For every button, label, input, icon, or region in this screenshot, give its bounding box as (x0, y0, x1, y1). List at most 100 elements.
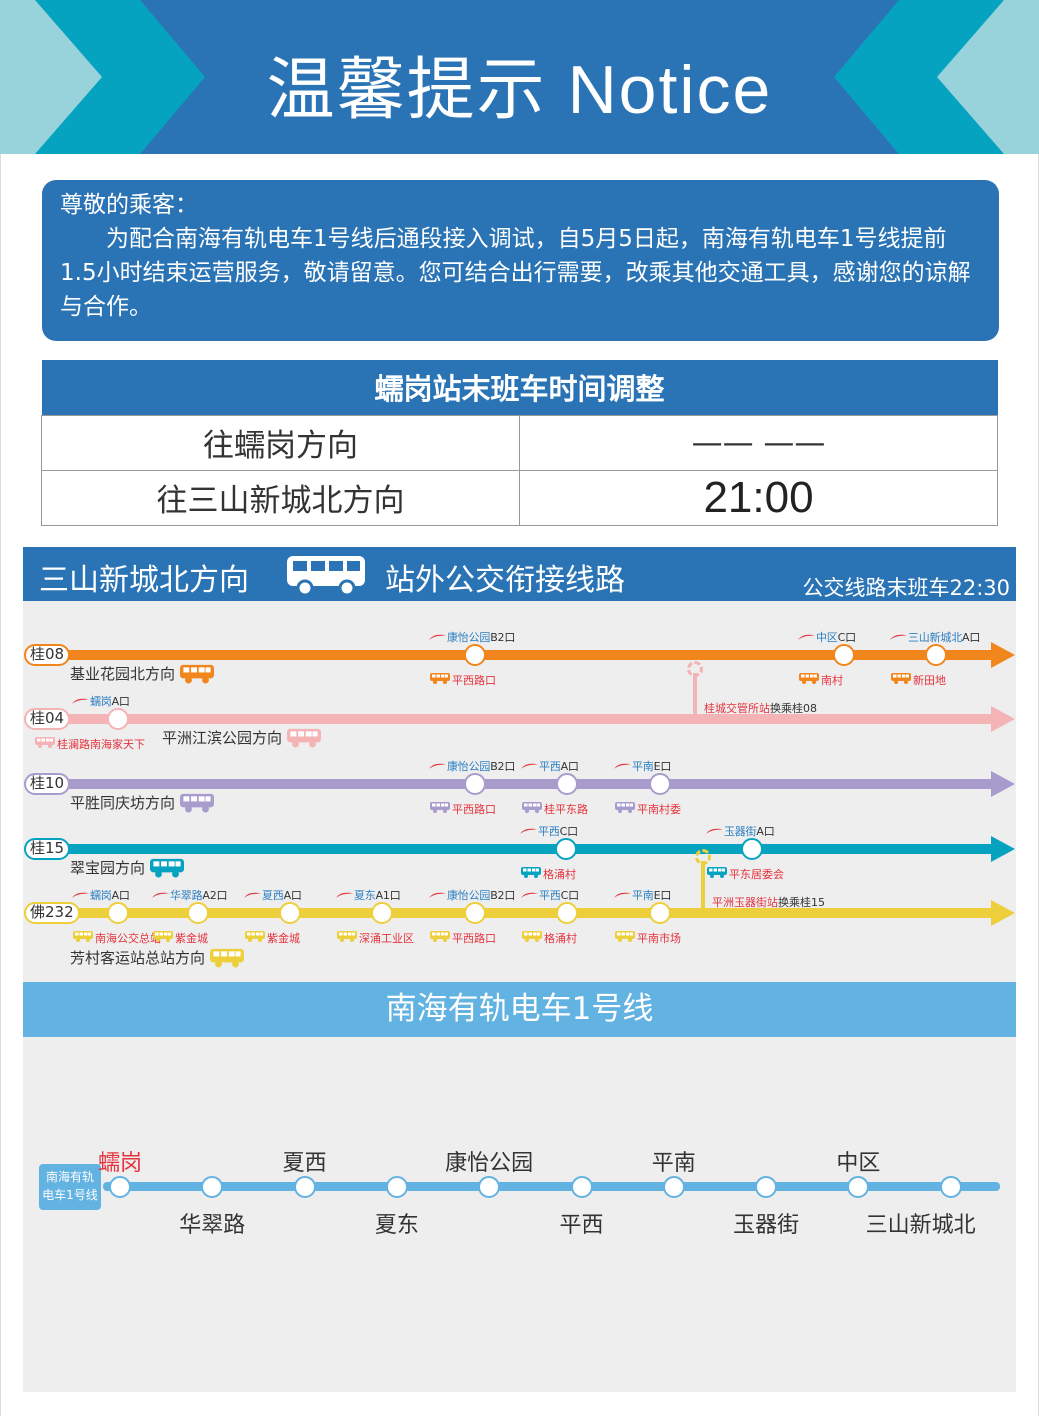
tram-line (103, 1182, 1000, 1191)
transfer-text: 换乘桂08 (770, 702, 817, 715)
stop-marker (464, 902, 486, 924)
exit-label: E口 (653, 760, 672, 773)
bus-icon (522, 802, 542, 816)
metro-icon (521, 760, 538, 773)
tram-station-marker (201, 1176, 224, 1198)
bus-icon (522, 931, 542, 945)
metro-exit: 平西C口 (520, 823, 578, 839)
metro-exit: 平南E口 (614, 887, 671, 903)
exit-label: A口 (962, 631, 981, 644)
bus-icon (73, 931, 93, 945)
bus-icon (430, 802, 450, 816)
stop-marker (555, 838, 577, 860)
metro-icon (152, 889, 169, 902)
bus-stop: 南海公交总站 (73, 930, 161, 946)
bus-icon (891, 673, 911, 687)
bus-icon (615, 802, 635, 816)
metro-exit: 平南E口 (614, 758, 671, 774)
stop-marker (833, 644, 855, 666)
bus-stop: 平南村委 (615, 801, 681, 817)
exit-label: A口 (111, 695, 130, 708)
bus-stop: 紫金城 (153, 930, 208, 946)
transfer-label: 桂城交管所站换乘桂08 (704, 700, 817, 716)
bus-stop: 南村 (799, 672, 843, 688)
bus-stop: 平西路口 (430, 801, 496, 817)
tram-header: 南海有轨电车1号线 (23, 982, 1016, 1037)
direction-label: 平胜同庆坊方向 (70, 794, 176, 812)
bus-direction: 三山新城北方向 (39, 563, 249, 598)
stop-marker (556, 902, 578, 924)
tram-station-label: 康怡公园 (445, 1151, 534, 1176)
tram-station-label: 三山新城北 (865, 1213, 976, 1238)
header-banner: 温馨提示 Notice (0, 0, 1039, 154)
metro-station: 平南 (632, 760, 654, 773)
metro-icon (614, 760, 631, 773)
direction-label: 芳村客运站总站方向 (70, 949, 206, 967)
direction-cell: 往蠕岗方向 (41, 414, 520, 471)
tram-map: 南海有轨电车1号线蠕岗华翠路夏西夏东康怡公园平西平南玉器街中区三山新城北 (23, 1037, 1016, 1392)
tram-station-marker (109, 1176, 131, 1198)
tram-station-marker (570, 1176, 593, 1198)
bus-stop-name: 桂澜路南海家天下 (57, 738, 145, 751)
route-badge: 桂10 (24, 773, 71, 795)
time-cell: —— —— (519, 414, 998, 471)
metro-exit: 玉器街A口 (706, 823, 775, 839)
arrow-icon (991, 836, 1015, 862)
line-badge: 南海有轨电车1号线 (39, 1164, 101, 1210)
metro-station: 夏东 (354, 889, 376, 902)
exit-label: B2口 (490, 760, 516, 773)
tram-station-marker (478, 1176, 501, 1198)
tram-station-marker (847, 1176, 870, 1198)
route-badge: 桂15 (24, 838, 71, 860)
stop-marker (187, 902, 209, 924)
stop-marker (556, 773, 578, 795)
metro-icon (429, 631, 446, 644)
metro-icon (614, 889, 631, 902)
transfer-icon (695, 849, 711, 865)
bus-stop-name: 新田地 (913, 674, 946, 687)
bus-stop: 紫金城 (245, 930, 300, 946)
route-line (61, 908, 996, 918)
route-badge: 桂08 (24, 644, 71, 666)
exit-label: A口 (111, 889, 130, 902)
exit-label: A口 (560, 760, 579, 773)
metro-station: 华翠路 (170, 889, 203, 902)
metro-station: 康怡公园 (447, 760, 491, 773)
bus-stop-name: 平西路口 (452, 674, 496, 687)
metro-exit: 平西C口 (521, 887, 579, 903)
bus-icon (521, 867, 541, 881)
metro-exit: 蠕岗A口 (72, 693, 130, 709)
bus-stop-name: 平东居委会 (729, 868, 784, 881)
route-line (61, 714, 996, 724)
bus-icon (180, 659, 215, 690)
metro-station: 平西 (539, 760, 561, 773)
metro-icon (336, 889, 353, 902)
metro-exit: 康怡公园B2口 (429, 887, 515, 903)
tram-station-marker (293, 1176, 316, 1198)
last-bus-time: 公交线路末班车22:30 (802, 576, 1010, 600)
metro-exit: 康怡公园B2口 (429, 758, 515, 774)
exit-label: A口 (756, 825, 775, 838)
metro-station: 平南 (632, 889, 654, 902)
stop-marker (741, 838, 763, 860)
divider (0, 154, 1, 1416)
metro-exit: 平西A口 (521, 758, 579, 774)
tram-station-label: 夏西 (282, 1151, 327, 1176)
bus-stop-name: 平西路口 (452, 932, 496, 945)
metro-station: 康怡公园 (447, 631, 491, 644)
bus-stop: 平西路口 (430, 672, 496, 688)
exit-label: E口 (653, 889, 672, 902)
metro-icon (429, 760, 446, 773)
metro-exit: 夏东A1口 (336, 887, 401, 903)
tram-station-marker (385, 1176, 408, 1198)
metro-icon (798, 631, 815, 644)
metro-icon (72, 889, 89, 902)
bus-stop-name: 平西路口 (452, 803, 496, 816)
bus-stop-name: 格涌村 (544, 932, 577, 945)
metro-station: 中区 (816, 631, 838, 644)
direction-label: 翠宝园方向 (70, 859, 146, 877)
route-direction: 平胜同庆坊方向 (70, 792, 215, 813)
schedule-title: 蠕岗站末班车时间调整 (41, 360, 998, 415)
bus-icon (430, 931, 450, 945)
notice-body: 为配合南海有轨电车1号线后通段接入调试，自5月5日起，南海有轨电车1号线提前1.… (60, 226, 971, 320)
